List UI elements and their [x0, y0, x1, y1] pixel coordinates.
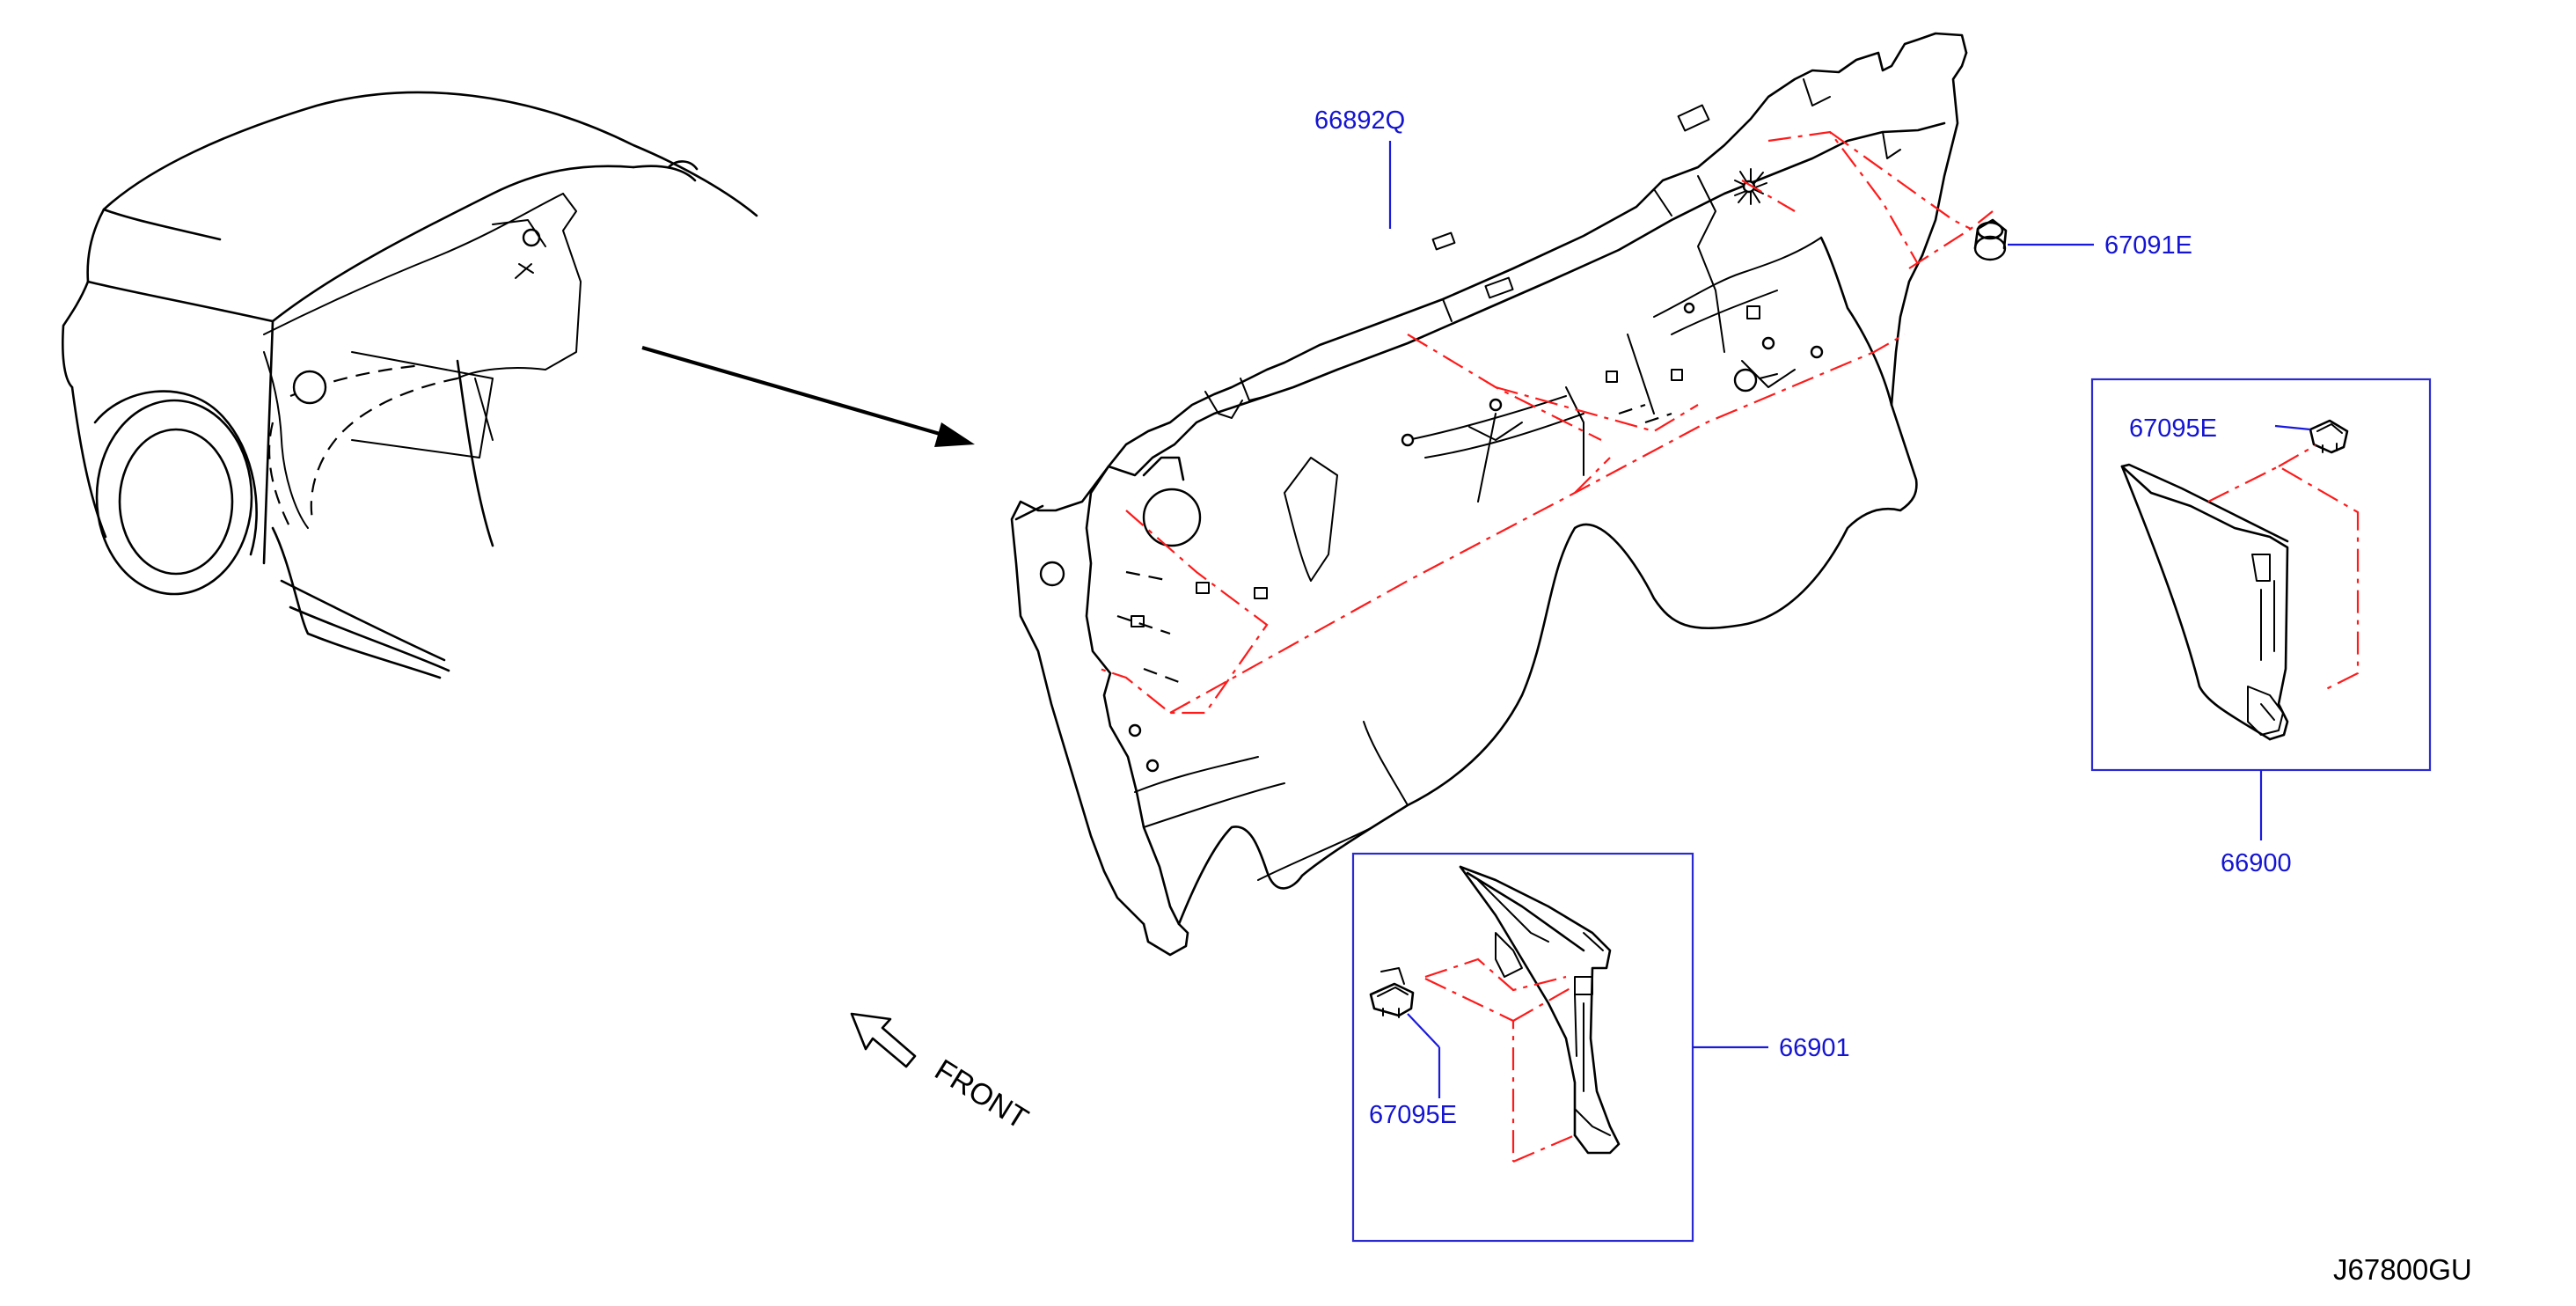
dash-insulator-66892q — [1010, 32, 1968, 957]
part-label-66901: 66901 — [1779, 1034, 1850, 1062]
front-arrow-icon — [850, 1012, 917, 1068]
front-label: FRONT — [929, 1053, 1034, 1136]
assembly-lines — [1099, 130, 1994, 715]
part-label-67091e: 67091E — [2104, 231, 2192, 260]
grommet-67091e — [1973, 218, 2008, 261]
part-label-67095e-right: 67095E — [2129, 415, 2217, 443]
callout-box-66901 — [1351, 852, 1768, 1243]
part-label-66900: 66900 — [2221, 849, 2292, 877]
diagram-code: J67800GU — [2333, 1253, 2472, 1286]
part-label-66892q: 66892Q — [1314, 106, 1405, 135]
part-label-67095e-left: 67095E — [1369, 1101, 1457, 1129]
vehicle-overview — [62, 91, 975, 679]
front-direction-indicator: FRONT — [850, 1012, 1034, 1136]
callout-box-66900 — [2090, 378, 2432, 840]
